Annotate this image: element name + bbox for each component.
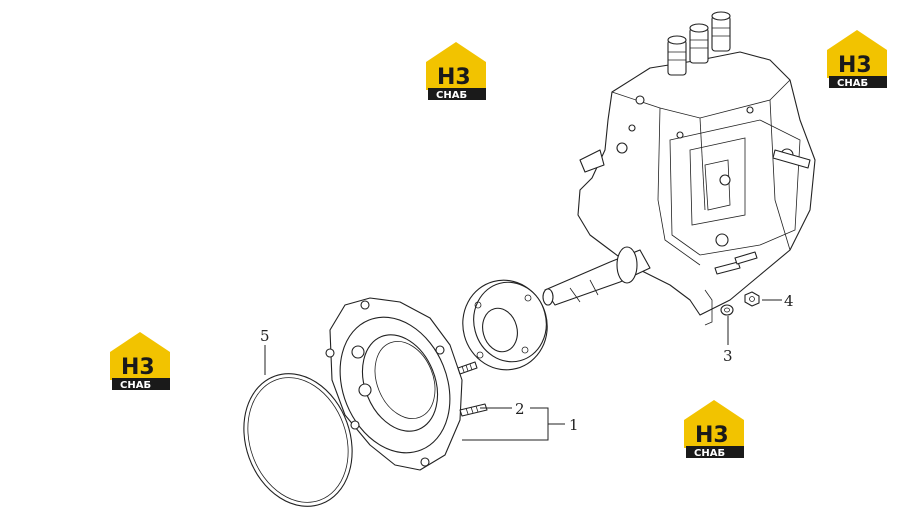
svg-text:H3: H3 xyxy=(838,53,872,78)
callout-1: 1 xyxy=(569,416,579,434)
cover-flange xyxy=(325,297,488,471)
watermark-logo: H3 CHAБ xyxy=(827,30,887,89)
svg-text:CHAБ: CHAБ xyxy=(694,448,725,459)
o-ring xyxy=(243,373,353,507)
callout-2: 2 xyxy=(515,400,525,418)
watermark-logo: H3 CHAБ xyxy=(426,42,486,101)
watermark-logo: H3 CHAБ xyxy=(110,332,170,391)
coupling-hub xyxy=(462,279,548,371)
svg-text:H3: H3 xyxy=(121,355,155,380)
svg-text:CHAБ: CHAБ xyxy=(837,78,868,89)
callout-5: 5 xyxy=(260,327,270,345)
washer xyxy=(720,304,734,316)
watermark-logo: H3 CHAБ xyxy=(684,400,744,459)
leader-lines xyxy=(264,299,782,441)
svg-text:H3: H3 xyxy=(437,65,471,90)
svg-text:H3: H3 xyxy=(695,423,729,448)
callout-4: 4 xyxy=(784,292,794,310)
injection-pump xyxy=(542,11,816,326)
nut xyxy=(744,291,760,307)
svg-text:CHAБ: CHAБ xyxy=(120,380,151,391)
callout-3: 3 xyxy=(723,347,733,365)
svg-text:CHAБ: CHAБ xyxy=(436,90,467,101)
